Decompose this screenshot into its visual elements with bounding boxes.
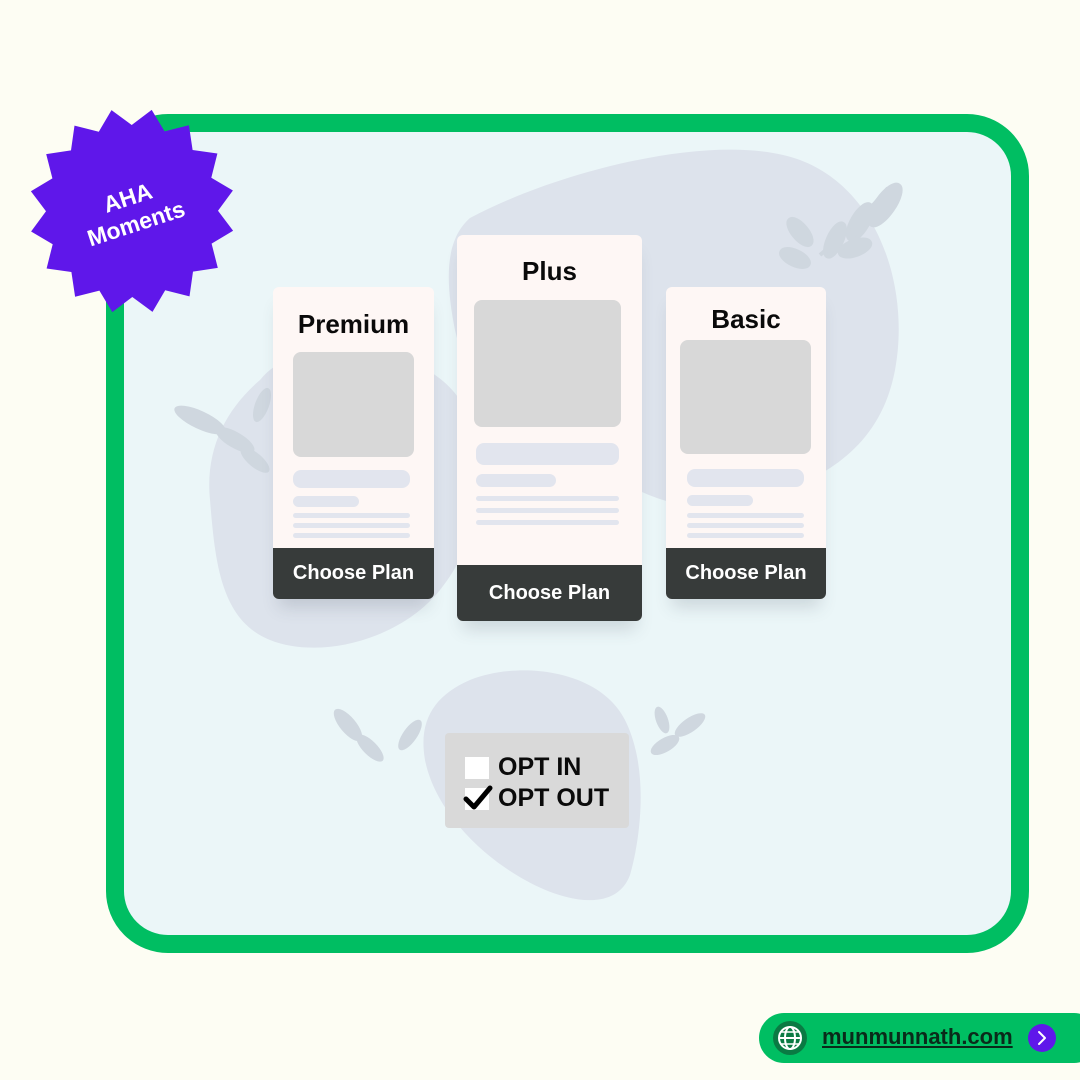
plan-text-placeholder (476, 443, 619, 465)
plan-text-line (476, 508, 619, 513)
opt-out-label: OPT OUT (498, 784, 610, 812)
plan-text-line (687, 533, 804, 538)
consent-options: OPT IN OPT OUT (445, 733, 629, 828)
choose-plan-button[interactable]: Choose Plan (457, 565, 642, 621)
starburst-badge-icon (30, 109, 234, 313)
plan-title: Basic (711, 304, 781, 334)
plan-text-line (476, 520, 619, 525)
chevron-right-icon[interactable] (1028, 1024, 1056, 1052)
plan-text-placeholder (687, 495, 753, 506)
website-pill (759, 1013, 1080, 1063)
plan-title: Premium (297, 309, 410, 339)
choose-plan-button[interactable]: Choose Plan (273, 548, 434, 599)
opt-out-checkbox[interactable] (463, 785, 493, 810)
plan-text-placeholder (293, 496, 359, 507)
plan-card-premium: Premium Choose Plan (273, 287, 434, 599)
opt-in-checkbox[interactable] (465, 756, 489, 779)
plan-text-line (293, 513, 410, 518)
plan-text-line (687, 513, 804, 518)
plan-card-basic: Basic Choose Plan (666, 287, 826, 599)
plan-image-placeholder (680, 340, 811, 454)
plan-card-plus: Plus Choose Plan (457, 235, 642, 621)
plan-title: Plus (522, 256, 577, 286)
plan-text-line (476, 496, 619, 501)
plan-text-line (687, 523, 804, 528)
leaf-sprig-left (174, 387, 272, 473)
globe-icon (773, 1021, 807, 1055)
choose-plan-button[interactable]: Choose Plan (666, 548, 826, 599)
leaf-sprig-right (779, 182, 903, 269)
plan-text-placeholder (687, 469, 804, 487)
leaf-sprig-bottom (333, 706, 706, 762)
website-link[interactable]: munmunnath.com (822, 1024, 1013, 1049)
plan-text-line (293, 523, 410, 528)
plan-image-placeholder (474, 300, 621, 427)
plan-text-line (293, 533, 410, 538)
plan-text-placeholder (476, 474, 556, 487)
checkmark-icon (463, 785, 493, 809)
plan-image-placeholder (293, 352, 414, 457)
plan-text-placeholder (293, 470, 410, 488)
opt-in-label: OPT IN (498, 753, 582, 781)
opt-in-option[interactable]: OPT IN (465, 753, 581, 782)
opt-out-option[interactable]: OPT OUT (463, 784, 610, 813)
